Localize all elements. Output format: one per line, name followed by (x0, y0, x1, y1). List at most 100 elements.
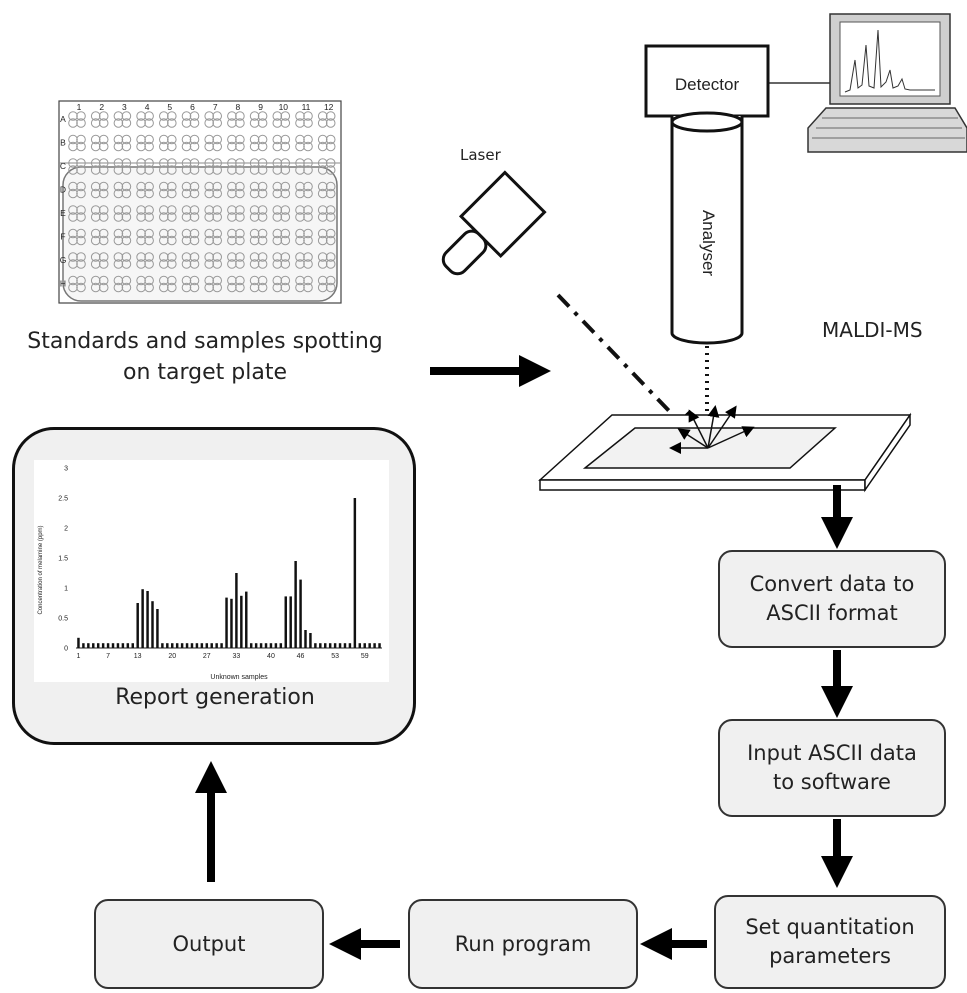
chart-x-tick-label: 53 (331, 653, 339, 660)
plate-well-spot (113, 212, 124, 222)
plate-well-spot (303, 188, 313, 199)
plate-well-spot (280, 282, 291, 293)
plate-well-spot (90, 205, 101, 215)
plate-well-spot (303, 141, 313, 152)
step-set-parameters: Set quantitation parameters (714, 895, 946, 989)
plate-well-spot (235, 111, 245, 121)
plate-well-spot (303, 252, 313, 262)
plate-well-spot (272, 212, 283, 222)
plate-well-spot (68, 282, 78, 293)
plate-well-spot (167, 235, 177, 246)
plate-well-spot (181, 282, 192, 293)
plate-well-spot (235, 181, 245, 192)
plate-well-spot (136, 212, 146, 222)
plate-well-spot (249, 134, 260, 145)
plate-well-spot (189, 188, 200, 199)
chart-bar (304, 630, 307, 648)
plate-well-spot (280, 165, 291, 175)
report-caption: Report generation (115, 685, 315, 710)
plate-well-spot (303, 259, 313, 269)
plate-well-spot (113, 275, 124, 286)
chart-bar (141, 589, 144, 648)
step-set-line1: Set quantitation (745, 915, 915, 939)
chart-bar (314, 643, 317, 648)
plate-well-spot (212, 188, 222, 199)
plate-well-spot (257, 228, 268, 239)
plate-well-spot (90, 111, 101, 121)
plate-row-label: C (60, 161, 66, 171)
laser-label: Laser (460, 146, 501, 164)
chart-bar (309, 633, 312, 648)
plate-well-spot (167, 188, 177, 199)
plate-well-spot (76, 141, 86, 152)
plate-well-spot (249, 111, 260, 121)
plate-well-spot (303, 275, 313, 286)
plate-well-spot (167, 118, 177, 128)
plate-well-spot (235, 259, 245, 269)
plate-well-spot (121, 111, 132, 121)
plate-well-spot (113, 205, 124, 215)
plate-well-spot (325, 205, 336, 215)
plate-well-spot (189, 118, 200, 128)
plate-well-spot (90, 118, 101, 128)
chart-bar (175, 643, 179, 648)
plate-well-spot (295, 111, 305, 121)
plate-well-spot (121, 228, 132, 239)
plate-well-spot (181, 275, 192, 286)
plate-row-label: D (60, 185, 66, 195)
plate-well-spot (212, 235, 222, 246)
plate-well-spot (159, 141, 169, 152)
chart-bar (324, 643, 327, 648)
plate-well-spot (167, 212, 177, 222)
chart-bar (136, 603, 139, 648)
plate-well-spot (212, 252, 222, 262)
plate-col-label: 3 (122, 102, 127, 112)
plate-well-spot (121, 181, 132, 192)
chart-bar (77, 637, 80, 648)
chart-bar (240, 595, 243, 648)
plate-well-spot (249, 158, 260, 168)
plate-well-spot (272, 165, 283, 175)
plate-well-spot (98, 188, 109, 199)
plate-well-spot (204, 141, 214, 152)
plate-well-spot (227, 134, 237, 145)
plate-well-spot (136, 158, 146, 168)
plate-well-spot (227, 205, 237, 215)
chart-bar (353, 498, 357, 648)
plate-well-spot (204, 158, 214, 168)
chart-y-tick-label: 0 (64, 646, 68, 653)
plate-well-spot (136, 181, 146, 192)
plate-well-spot (212, 212, 222, 222)
step-input-line1: Input ASCII data (747, 741, 917, 765)
plate-well-spot (272, 118, 283, 128)
plate-well-spot (159, 259, 169, 269)
plate-well-spot (204, 111, 214, 121)
step-set-line2: parameters (769, 944, 891, 968)
plate-well-spot (272, 275, 283, 286)
plate-well-spot (235, 134, 245, 145)
plate-well-spot (227, 252, 237, 262)
plate-well-spot (257, 134, 268, 145)
plate-well-spot (144, 141, 154, 152)
plate-well-spot (181, 252, 192, 262)
plate-well-spot (167, 228, 177, 239)
plate-well-spot (235, 275, 245, 286)
plate-well-spot (159, 134, 169, 145)
plate-well-spot (303, 134, 313, 145)
plate-well-spot (249, 212, 260, 222)
plate-well-spot (317, 252, 328, 262)
plate-well-spot (317, 181, 328, 192)
plate-well-spot (121, 252, 132, 262)
plate-well-spot (136, 111, 146, 121)
plate-well-spot (189, 235, 200, 246)
chart-y-tick-label: 3 (64, 466, 68, 473)
plate-well-spot (68, 259, 78, 269)
plate-well-spot (68, 235, 78, 246)
plate-well-spot (227, 111, 237, 121)
plate-well-spot (257, 282, 268, 293)
plate-well-spot (181, 188, 192, 199)
plate-well-spot (257, 205, 268, 215)
plate-well-spot (325, 275, 336, 286)
plate-well-spot (235, 212, 245, 222)
